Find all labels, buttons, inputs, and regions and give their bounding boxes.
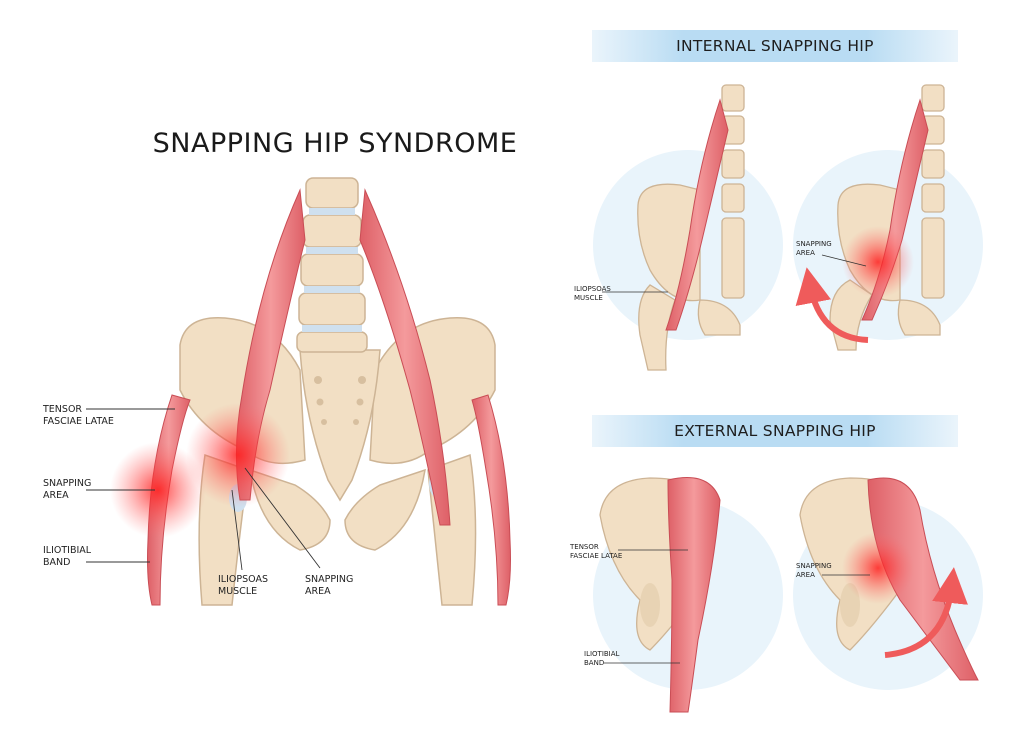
label-internal-iliopsoas: ILIOPSOAS MUSCLE — [574, 285, 611, 302]
label-external-iliotibial: ILIOTIBIAL BAND — [584, 650, 620, 667]
lumbar-spine — [296, 177, 368, 353]
label-iliopsoas-muscle: ILIOPSOAS MUSCLE — [218, 574, 268, 597]
page-title: SNAPPING HIP SYNDROME — [152, 128, 518, 159]
internal-snapping-hip-banner: INTERNAL SNAPPING HIP — [592, 30, 958, 62]
rotation-arrow-internal — [795, 267, 869, 343]
sacrum — [299, 349, 381, 502]
label-external-tfl: TENSOR FASCIAE LATAE — [570, 543, 623, 560]
right-psoas — [359, 188, 451, 526]
internal-panel-1 — [593, 84, 783, 371]
main-pelvis-figure — [86, 177, 511, 606]
rotation-arrow-external — [884, 567, 968, 658]
external-snapping-hip-banner: EXTERNAL SNAPPING HIP — [592, 415, 958, 447]
label-iliotibial-band: ILIOTIBIAL BAND — [43, 545, 92, 568]
external-panel-2 — [793, 477, 983, 690]
internal-panel-2 — [793, 84, 983, 351]
label-tensor-fasciae-latae: TENSOR FASCIAE LATAE — [43, 404, 114, 427]
snap-glow-left — [110, 442, 206, 538]
label-internal-snapping-area: SNAPPING AREA — [796, 240, 832, 257]
label-snapping-area-center: SNAPPING AREA — [305, 574, 354, 597]
label-snapping-area-left: SNAPPING AREA — [43, 478, 92, 501]
right-tfl — [471, 394, 511, 606]
label-external-snapping-area: SNAPPING AREA — [796, 562, 832, 579]
right-pubis — [344, 468, 426, 551]
external-panel-1 — [593, 477, 783, 713]
snap-glow-center — [186, 403, 290, 507]
